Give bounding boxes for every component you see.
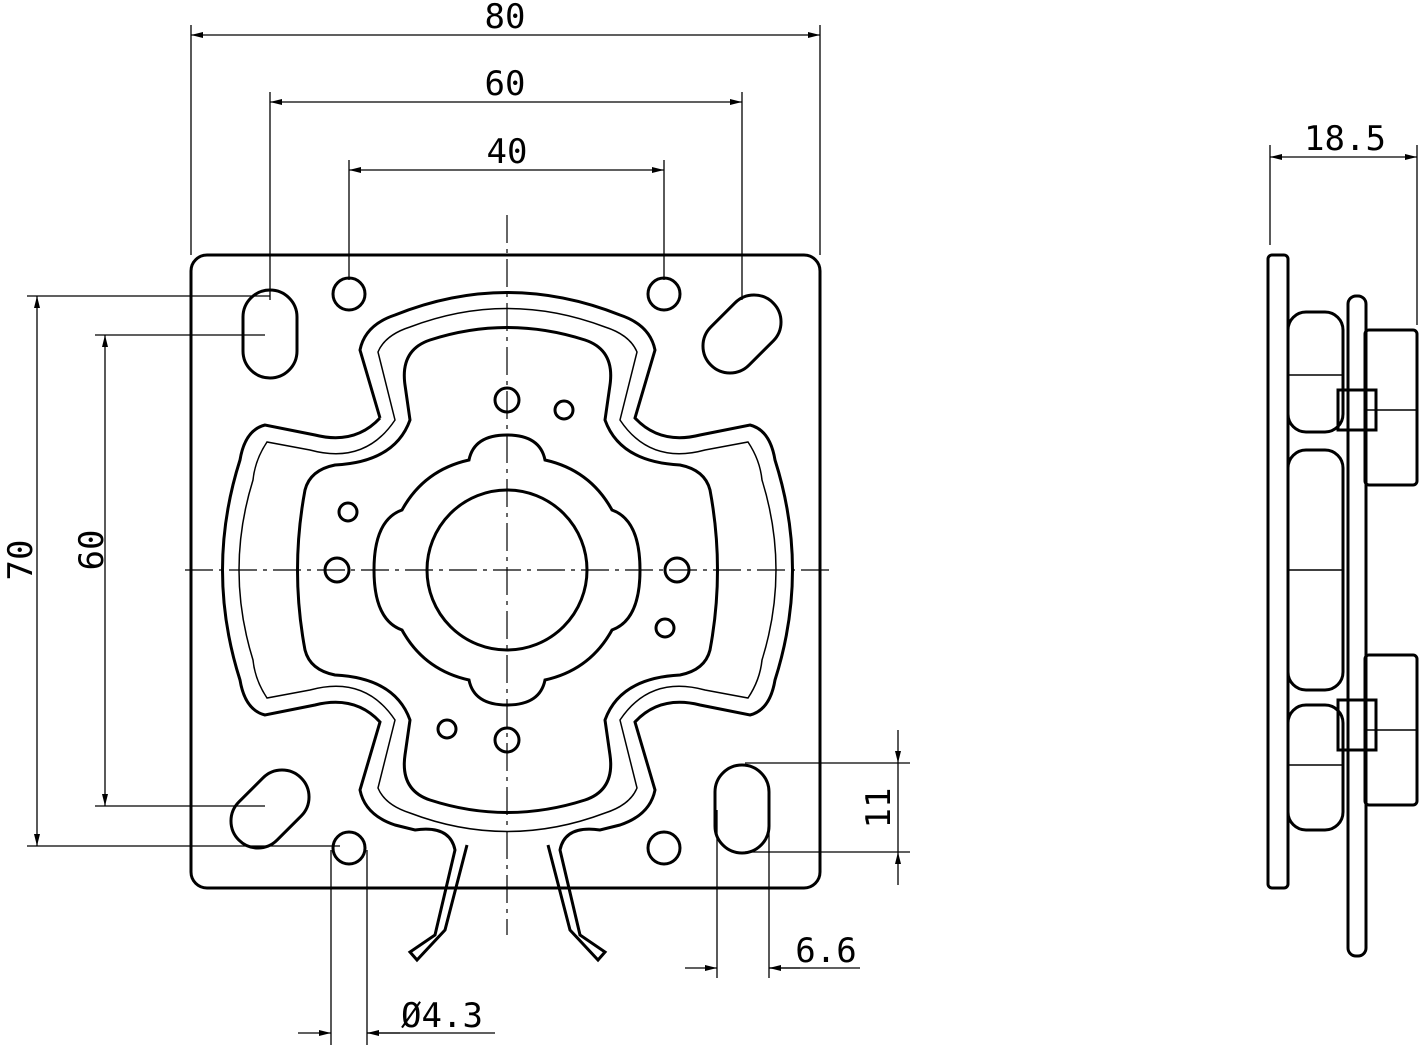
mounting-plate (189, 253, 822, 890)
mounting-slots (229, 288, 783, 855)
spring-side (1346, 294, 1368, 958)
dimension-label: Ø4.3 (401, 996, 483, 1036)
hub-lobed-outline (372, 433, 642, 707)
dimension-slot-length: 11 (745, 730, 910, 885)
center-bore (425, 488, 589, 652)
dimension-label: 6.6 (795, 931, 856, 971)
front-view: 80 60 40 70 60 (1, 0, 910, 1045)
small-holes (323, 386, 691, 754)
dimension-overall-width: 80 (190, 0, 821, 255)
dimension-slot-width: 6.6 (685, 810, 860, 978)
dimension-overall-height: 70 (1, 295, 340, 847)
dimension-slot-spacing-horizontal: 60 (269, 64, 743, 300)
dimension-hole-spacing-horizontal: 40 (348, 132, 665, 280)
dimension-label: 18.5 (1304, 119, 1386, 159)
dimension-label: 60 (485, 64, 526, 104)
side-plate (1266, 253, 1290, 890)
dimension-depth: 18.5 (1269, 119, 1418, 325)
dimension-label: 80 (485, 0, 526, 37)
dimension-label: 11 (859, 788, 899, 829)
dimension-hole-diameter: Ø4.3 (298, 850, 495, 1045)
spring-clip (221, 291, 794, 963)
dimension-label: 70 (1, 540, 41, 581)
dimension-label: 60 (72, 530, 112, 571)
dimension-label: 40 (487, 132, 528, 172)
dimension-slot-spacing-vertical: 60 (72, 334, 265, 807)
side-view: 18.5 (1266, 119, 1419, 958)
